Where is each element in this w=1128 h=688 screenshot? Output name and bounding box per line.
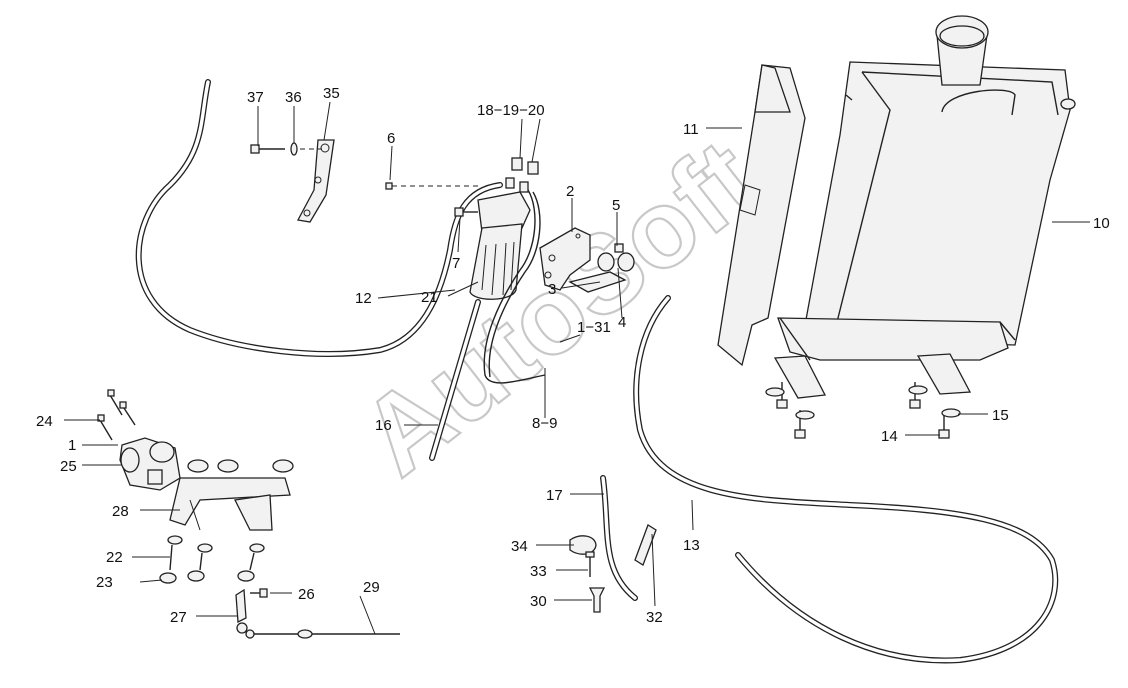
callout-30: 30 [530,593,547,610]
fuel-tank-10 [777,15,1076,361]
cable-29 [245,629,400,639]
callout-36: 36 [285,89,302,106]
callout-35: 35 [323,85,340,102]
callout-12: 12 [355,290,372,307]
callout-21: 21 [421,289,438,306]
bracket-28 [169,459,294,531]
callout-22: 22 [106,549,123,566]
lever-27 [235,588,248,634]
callout-25: 25 [60,458,77,475]
callout-11: 11 [683,121,699,138]
plug-30 [588,587,606,613]
callout-28: 28 [112,503,129,520]
fuel-hose-13 [633,295,1059,664]
callout-18-19-20: 18−19−20 [477,102,545,119]
callout-5: 5 [612,197,620,214]
callout-16: 16 [375,417,392,434]
fuel-filter-21 [469,157,546,384]
watermark-text: AutoSoft [339,116,781,499]
bracket-35 [297,139,335,223]
bolt-7 [454,207,478,217]
callout-32: 32 [646,609,663,626]
callout-13: 13 [683,537,700,554]
heat-shield-11 [717,64,806,367]
tank-mount-feet [765,353,972,439]
callout-labels: 37 36 35 6 18−19−20 7 12 21 2 5 3 4 1−31… [36,85,1110,626]
callout-1: 1 [68,437,76,454]
bolt-37 [250,144,285,154]
fuel-cock-1-25 [119,437,181,491]
screws-24 [97,389,136,441]
callout-27: 27 [170,609,187,626]
callout-4: 4 [618,314,626,331]
clamp-34 [569,535,597,555]
callout-15: 15 [992,407,1009,424]
screw-33 [585,551,595,577]
leader-lines [64,101,1090,635]
callout-17: 17 [546,487,563,504]
screw-6 [385,182,482,190]
callout-3: 3 [548,281,556,298]
bolt-26 [250,588,268,598]
callout-1-31: 1−31 [577,319,611,336]
callout-37: 37 [247,89,264,106]
callout-14: 14 [881,428,898,445]
callout-29: 29 [363,579,380,596]
callout-33: 33 [530,563,547,580]
callout-7: 7 [452,255,460,272]
watermark: AutoSoft [338,115,782,500]
drain-tube-16 [429,299,481,461]
clamp-3-4 [568,252,635,293]
callout-23: 23 [96,574,113,591]
callout-10: 10 [1093,215,1110,232]
bracket-2 [539,227,591,291]
callout-2: 2 [566,183,574,200]
callout-6: 6 [387,130,395,147]
bolts-22-23 [159,535,265,584]
callout-34: 34 [511,538,528,555]
callout-26: 26 [298,586,315,603]
callout-8-9: 8−9 [532,415,557,432]
washer-36 [290,142,298,156]
callout-24: 24 [36,413,53,430]
fuel-hose-17 [600,475,638,601]
fuel-hose-12 [135,79,503,357]
clip-32 [634,524,657,566]
screw-5 [614,243,624,253]
